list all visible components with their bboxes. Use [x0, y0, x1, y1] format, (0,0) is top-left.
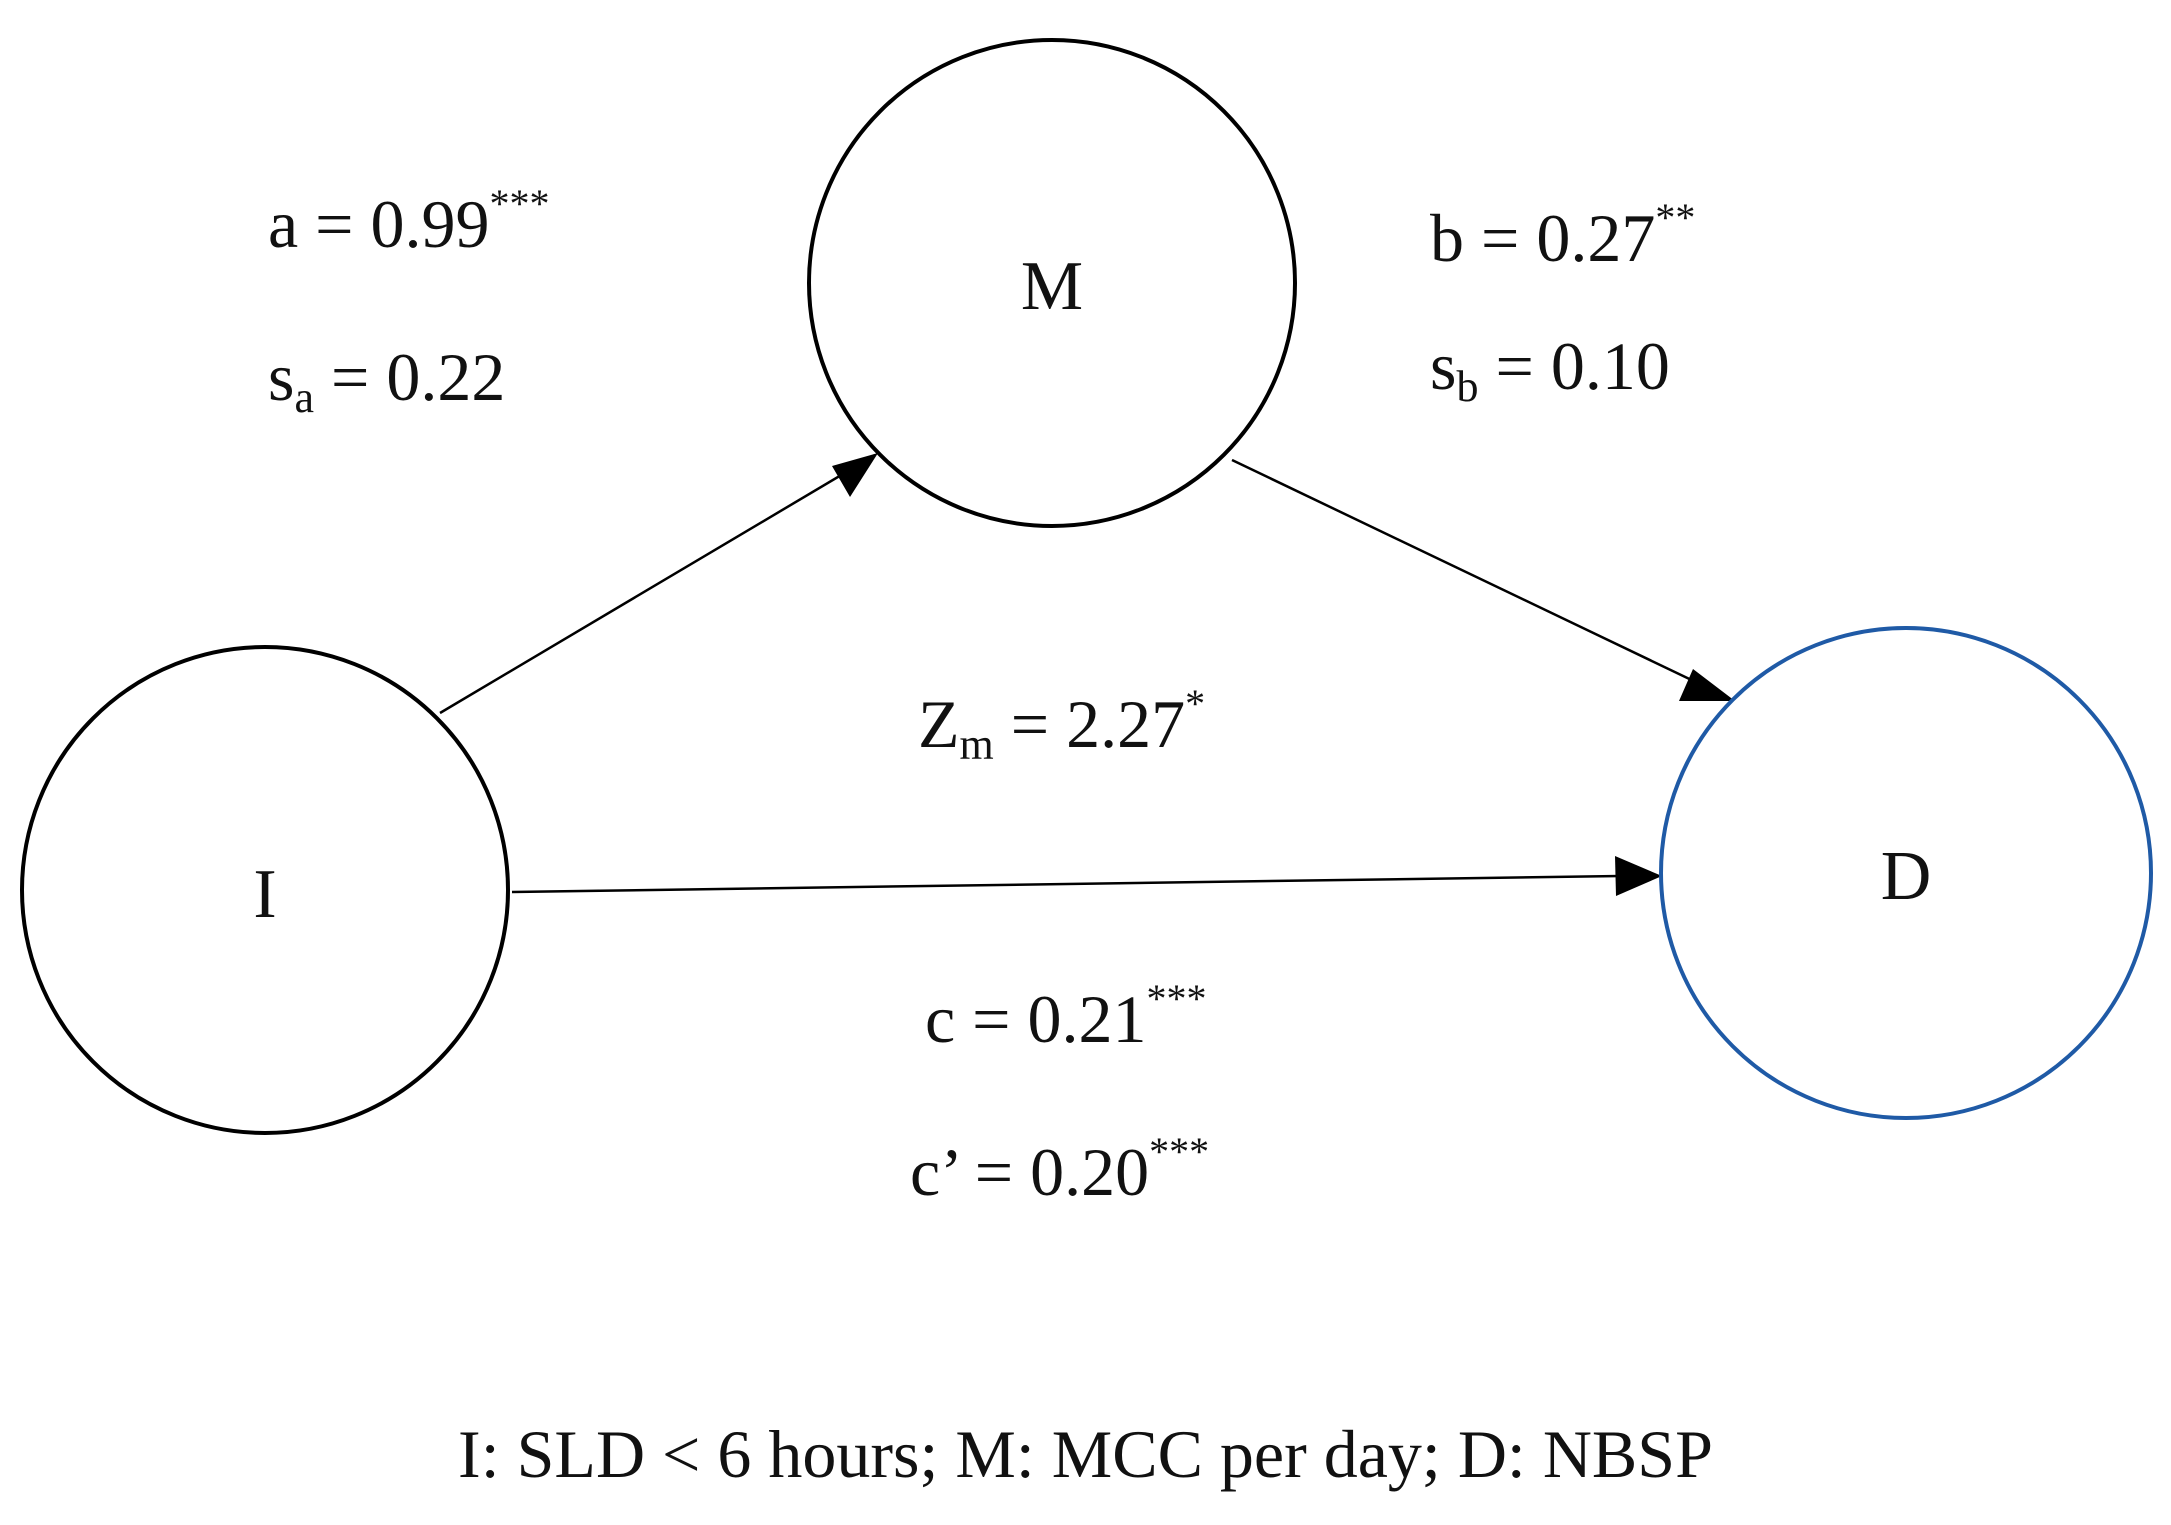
node-m-label: M	[1020, 248, 1084, 325]
node-m-circle	[807, 38, 1297, 528]
arrowhead-i-to-m	[832, 453, 878, 497]
path-a-significance: ***	[489, 181, 550, 226]
arrow-i-to-d	[511, 874, 1621, 894]
path-b-standard-error: sb = 0.10	[1430, 328, 1670, 411]
path-a-standard-error: sa = 0.22	[268, 339, 506, 422]
path-c-prime-significance: ***	[1149, 1129, 1210, 1174]
arrowhead-i-to-d	[1615, 856, 1662, 896]
path-c-significance: ***	[1146, 976, 1207, 1021]
arrow-m-to-d	[1231, 458, 1726, 698]
diagram-caption: I: SLD < 6 hours; M: MCC per day; D: NBS…	[458, 1416, 1713, 1492]
arrow-i-to-m	[439, 453, 876, 715]
sobel-z-significance: *	[1185, 681, 1206, 726]
path-a-coefficient: a = 0.99***	[268, 181, 550, 262]
path-c-prime-direct-effect: c’ = 0.20***	[910, 1129, 1210, 1210]
node-d-circle	[1659, 626, 2153, 1120]
node-i-label: I	[253, 856, 277, 933]
path-b-coefficient: b = 0.27**	[1430, 195, 1696, 276]
arrowhead-m-to-d	[1679, 669, 1735, 701]
path-b-significance: **	[1655, 195, 1696, 240]
sobel-z-statistic: Zm = 2.27*	[918, 681, 1206, 769]
node-i-circle	[20, 645, 510, 1135]
path-c-total-effect: c = 0.21***	[925, 976, 1207, 1057]
node-d-label: D	[1880, 838, 1932, 915]
